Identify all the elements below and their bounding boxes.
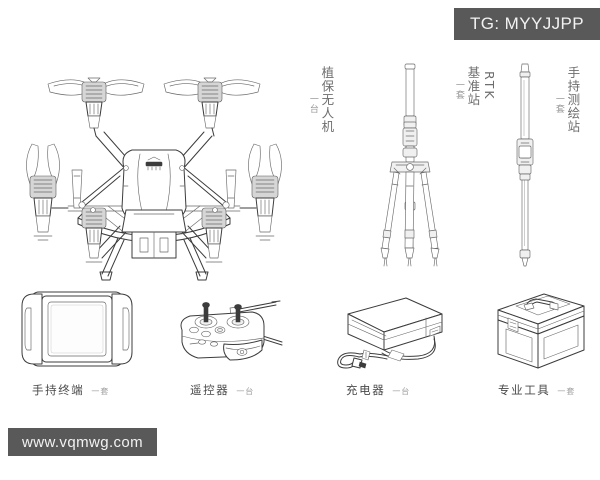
spray-nozzles [71, 169, 237, 209]
rotor-upper-right [163, 77, 261, 137]
label-remote-controller: 遥控器 一台 [190, 382, 254, 398]
rotor-lower-left [81, 207, 107, 263]
label-handheld-survey-station: 手持测绘站 一套 [552, 66, 581, 134]
watermark-bottom-left: www.vqmwg.com [8, 428, 158, 456]
rotor-upper-left [47, 77, 145, 137]
label-text: 遥控器 [190, 383, 230, 397]
label-handheld-terminal: 手持终端 一套 [32, 382, 109, 398]
label-text: 专业工具 [498, 383, 551, 397]
label-unit: 一套 [91, 387, 110, 396]
survey-tripod-icon [372, 62, 450, 268]
label-text: 手持终端 [32, 383, 85, 397]
label-unit: 一台 [236, 387, 255, 396]
drone-body-logo [145, 156, 163, 171]
survey-pole-icon [505, 62, 545, 268]
label-rtk-base-station: RTK 基准站 一套 [452, 66, 497, 107]
label-text: 基准站 [465, 66, 481, 107]
rotor-left [26, 143, 69, 241]
power-adapter-icon [330, 292, 450, 372]
toolbox-icon [486, 284, 590, 376]
label-unit: 一台 [392, 387, 411, 396]
label-text: 手持测绘站 [565, 66, 581, 134]
label-unit: 一台 [307, 93, 318, 114]
label-charger: 充电器 一台 [346, 382, 410, 398]
remote-controller-icon [168, 292, 288, 372]
label-text: 充电器 [346, 383, 386, 397]
watermark-top-right: TG: MYYJJPP [454, 8, 600, 40]
label-text-latin: RTK [481, 71, 497, 102]
rugged-tablet-icon [18, 288, 136, 370]
rotor-lower-right [201, 207, 227, 263]
hexacopter-drone-icon [8, 58, 300, 281]
label-unit: 一套 [557, 387, 576, 396]
label-plant-protection-drone: 植保无人机 一台 [306, 66, 335, 134]
label-unit: 一套 [553, 93, 564, 114]
rotor-right [239, 143, 282, 241]
label-unit: 一套 [453, 80, 464, 101]
label-text: 植保无人机 [319, 66, 335, 134]
label-professional-tools: 专业工具 一套 [498, 382, 575, 398]
